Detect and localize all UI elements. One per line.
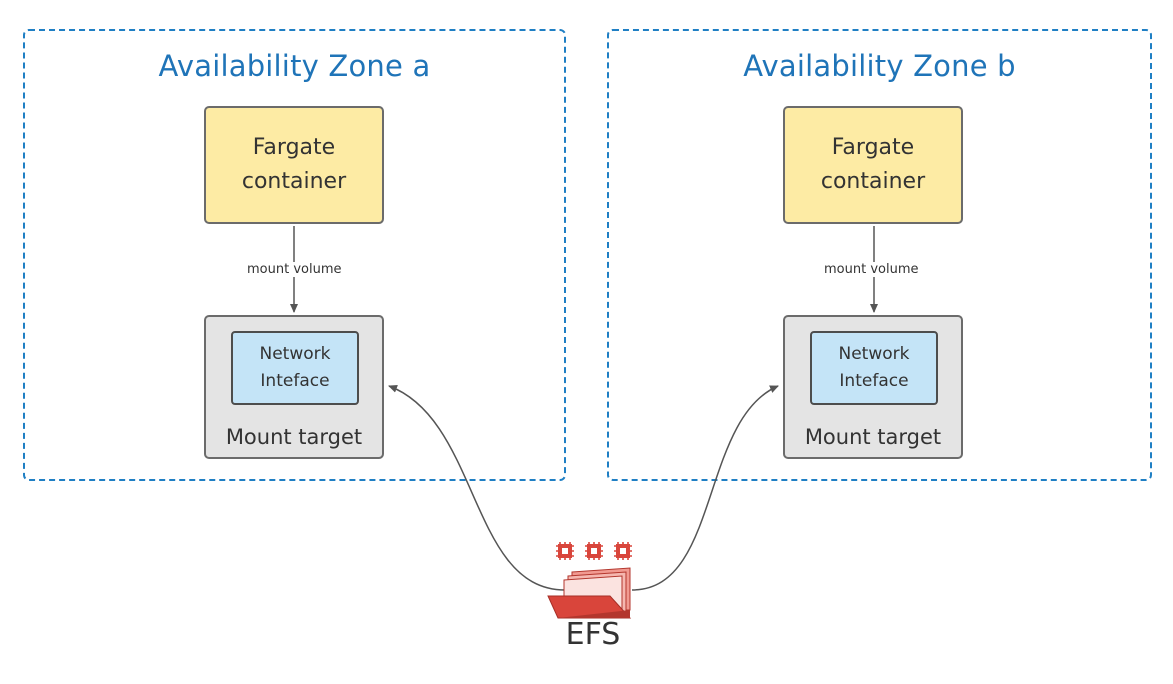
mount-volume-label-b: mount volume bbox=[822, 262, 921, 277]
availability-zone-b: Availability Zone b bbox=[607, 29, 1152, 481]
efs-to-mount-target-a-curve bbox=[388, 385, 566, 591]
chip-icon-2 bbox=[585, 542, 603, 560]
efs-label: EFS bbox=[565, 617, 621, 652]
network-interface-b-line2: Inteface bbox=[839, 371, 909, 391]
mount-volume-label-a: mount volume bbox=[245, 262, 344, 277]
efs-folder-icon bbox=[547, 542, 632, 619]
zone-a-title: Availability Zone a bbox=[158, 49, 431, 83]
chip-icon-1 bbox=[556, 542, 574, 560]
mount-target-b-label: Mount target bbox=[804, 425, 942, 449]
mount-target-b: Network Inteface Mount target bbox=[783, 315, 963, 459]
network-interface-a-line2: Inteface bbox=[260, 371, 330, 391]
chip-icon-3 bbox=[614, 542, 632, 560]
network-interface-b-line1: Network bbox=[838, 344, 910, 364]
fargate-container-b-line1: Fargate bbox=[831, 135, 915, 160]
fargate-container-a-line2: container bbox=[241, 169, 347, 194]
fargate-container-b: Fargate container bbox=[783, 106, 963, 224]
zone-b-title: Availability Zone b bbox=[743, 49, 1016, 83]
mount-target-a-label: Mount target bbox=[225, 425, 363, 449]
mount-target-a: Network Inteface Mount target bbox=[204, 315, 384, 459]
network-interface-a: Network Inteface bbox=[231, 331, 359, 405]
fargate-container-b-line2: container bbox=[820, 169, 926, 194]
fargate-container-a-line1: Fargate bbox=[252, 135, 336, 160]
network-interface-b: Network Inteface bbox=[810, 331, 938, 405]
efs-to-mount-target-b-curve bbox=[631, 385, 779, 591]
fargate-container-a: Fargate container bbox=[204, 106, 384, 224]
availability-zone-a: Availability Zone a bbox=[23, 29, 566, 481]
network-interface-a-line1: Network bbox=[259, 344, 331, 364]
